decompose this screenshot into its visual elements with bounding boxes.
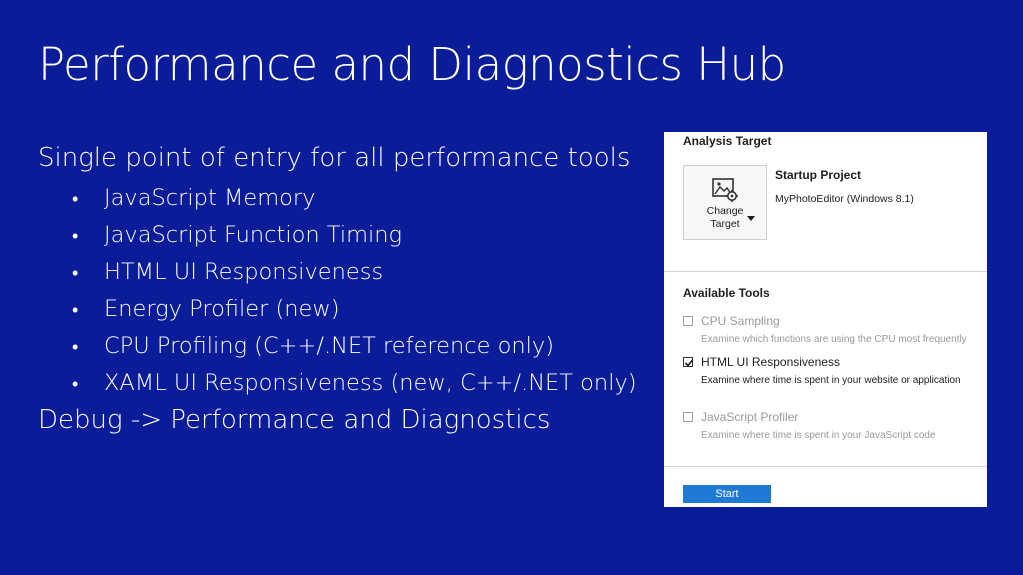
image-gear-icon [710,177,740,203]
list-item: • HTML UI Responsiveness [72,256,637,293]
intro-line: Single point of entry for all performanc… [38,143,631,173]
cpu-sampling-checkbox[interactable] [683,316,693,326]
html-ui-responsiveness-checkbox[interactable] [683,357,694,367]
tool-description: Examine where time is spent in your Java… [701,430,936,441]
list-item: • CPU Profiling (C++/.NET reference only) [72,330,637,367]
bullet-glyph: • [72,263,79,284]
bullet-text: CPU Profiling (C++/.NET reference only) [104,333,555,359]
bullet-glyph: • [72,337,79,358]
start-button[interactable]: Start [683,485,771,503]
tool-description: Examine where time is spent in your webs… [701,375,961,386]
available-tools-title: Available Tools [683,286,770,300]
checkmark-icon [684,359,694,367]
tool-description: Examine which functions are using the CP… [701,334,967,345]
change-target-button[interactable]: Change Target [683,165,767,240]
tool-name: CPU Sampling [701,314,780,328]
slide-title: Performance and Diagnostics Hub [38,38,786,91]
list-item: • JavaScript Memory [72,182,637,219]
tools-bullet-list: • JavaScript Memory • JavaScript Function … [72,182,637,404]
startup-project-title: Startup Project [775,168,862,182]
bullet-text: XAML UI Responsiveness (new, C++/.NET on… [104,370,637,396]
change-target-label-2: Target [684,218,766,231]
bullet-glyph: • [72,226,79,247]
divider [664,466,987,467]
divider [664,271,987,272]
diagnostics-hub-panel: Analysis Target Change Target Startup Pr… [664,132,987,507]
analysis-target-title: Analysis Target [683,134,772,148]
list-item: • Energy Profiler (new) [72,293,637,330]
bullet-text: JavaScript Function Timing [104,222,403,248]
startup-project-name: MyPhotoEditor (Windows 8.1) [775,193,914,205]
javascript-profiler-checkbox[interactable] [683,412,693,422]
tool-name: JavaScript Profiler [701,410,799,424]
bullet-text: Energy Profiler (new) [104,296,340,322]
change-target-label-2-text: Target [710,218,740,230]
list-item: • JavaScript Function Timing [72,219,637,256]
tool-name: HTML UI Responsiveness [701,355,840,369]
bullet-text: HTML UI Responsiveness [104,259,384,285]
list-item: • XAML UI Responsiveness (new, C++/.NET o… [72,367,637,404]
bullet-glyph: • [72,300,79,321]
bullet-text: JavaScript Memory [104,185,316,211]
bullet-glyph: • [72,189,79,210]
debug-path-line: Debug -> Performance and Diagnostics [38,405,551,435]
caret-down-icon [747,216,755,221]
bullet-glyph: • [72,374,79,395]
change-target-label-1: Change [706,205,744,217]
